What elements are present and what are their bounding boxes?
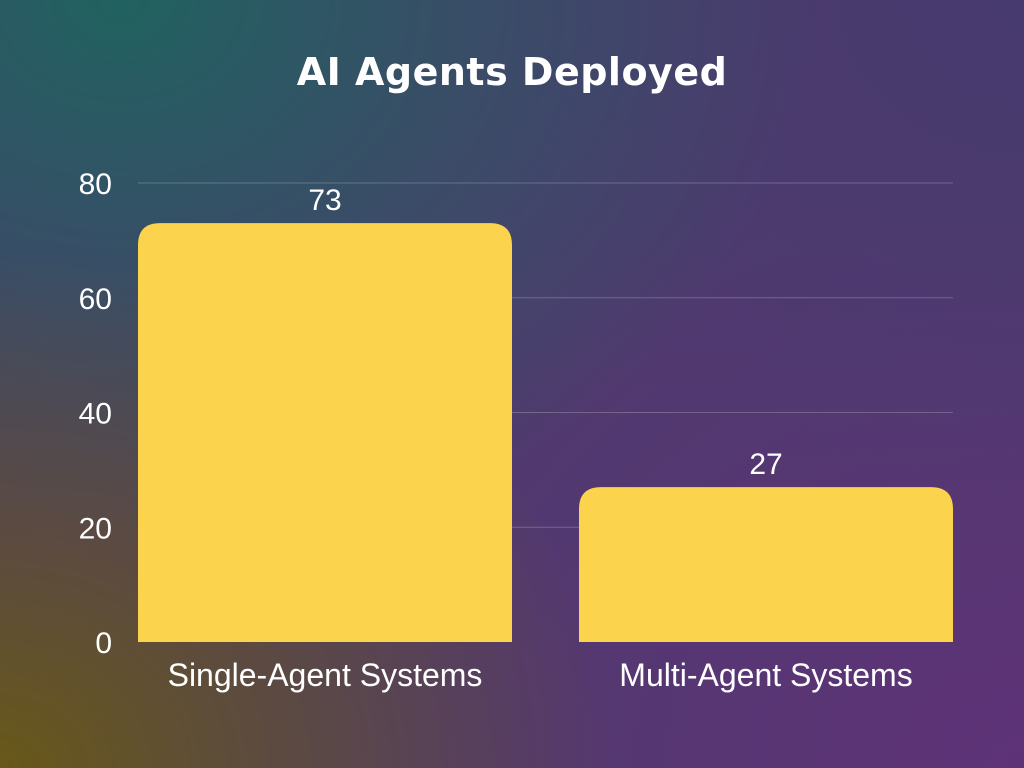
bar-1 — [138, 223, 512, 642]
y-tick-label: 80 — [79, 168, 112, 201]
y-axis-ticks: 0 20 40 60 80 — [79, 168, 112, 660]
category-label: Multi-Agent Systems — [619, 657, 912, 693]
y-tick-label: 0 — [95, 627, 112, 660]
y-tick-label: 20 — [79, 512, 112, 545]
data-label: 27 — [749, 448, 782, 481]
bars — [138, 223, 953, 642]
y-tick-label: 60 — [79, 283, 112, 316]
x-axis-categories: Single-Agent Systems Multi-Agent Systems — [168, 657, 913, 693]
chart-title: AI Agents Deployed — [296, 50, 728, 94]
data-label: 73 — [308, 184, 341, 217]
category-label: Single-Agent Systems — [168, 657, 483, 693]
y-tick-label: 40 — [79, 398, 112, 431]
data-labels: 73 27 — [308, 184, 782, 481]
bar-2 — [579, 487, 953, 642]
